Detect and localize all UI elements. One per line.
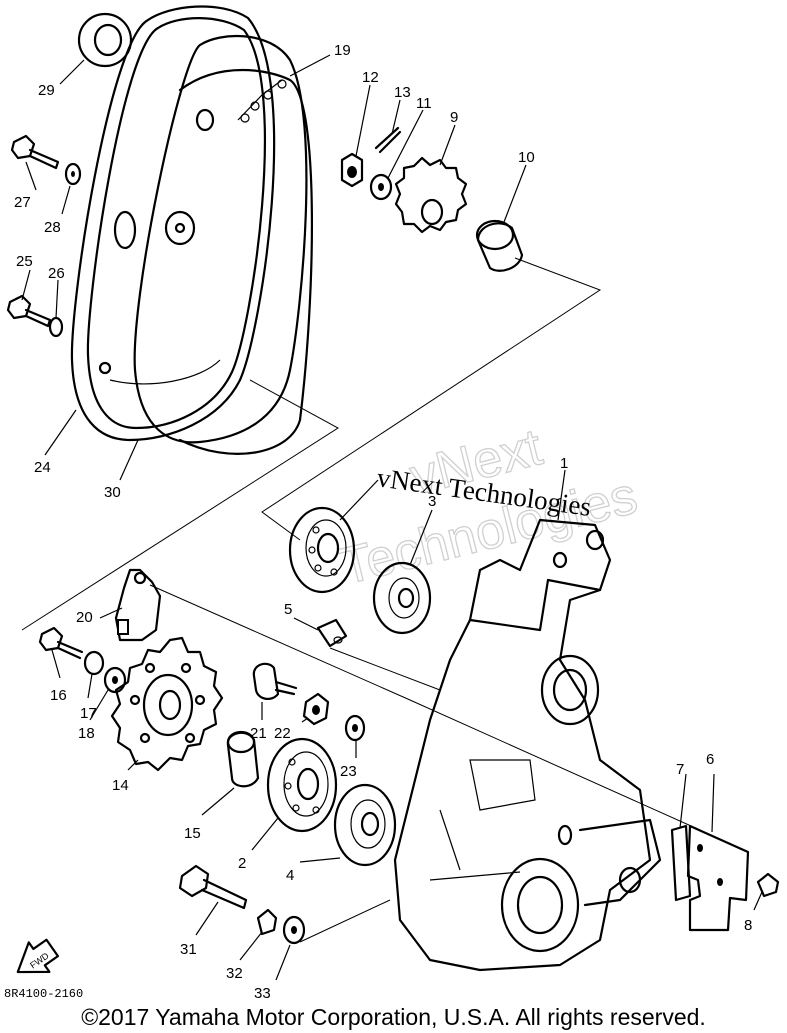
bolt-part-27 (10, 134, 60, 170)
callout-33: 33 (254, 985, 271, 1000)
shim-part-7 (670, 824, 692, 902)
callout-19: 19 (334, 42, 351, 59)
collar-part-10 (475, 219, 524, 272)
callout-2: 2 (238, 855, 246, 872)
callout-22: 22 (274, 725, 291, 742)
tensioner-part-20 (114, 568, 162, 642)
callout-24: 24 (34, 459, 51, 476)
callout-17: 17 (80, 705, 97, 722)
callout-28: 28 (44, 219, 61, 236)
bolt-part-8 (756, 872, 780, 898)
callout-7: 7 (676, 761, 684, 778)
callout-30: 30 (104, 484, 121, 501)
washer-part-18 (103, 666, 127, 694)
callout-23: 23 (340, 763, 357, 780)
callout-8: 8 (744, 917, 752, 934)
callout-31: 31 (180, 941, 197, 958)
callout-15: 15 (184, 825, 201, 842)
callout-26: 26 (48, 265, 65, 282)
fwd-arrow-icon: FWD (16, 938, 60, 974)
callout-10: 10 (518, 149, 535, 166)
callout-32: 32 (226, 965, 243, 982)
washer-part-26 (48, 316, 64, 338)
gasket-part-30 (133, 34, 308, 444)
callout-18: 18 (78, 725, 95, 742)
bolt-part-25 (6, 294, 52, 328)
callout-4: 4 (286, 867, 294, 884)
bearing-part-3-upper (288, 506, 356, 594)
callout-29: 29 (38, 82, 55, 99)
callout-6: 6 (706, 751, 714, 768)
washer-part-11 (369, 173, 393, 201)
callout-3b: 3 (428, 493, 436, 510)
callout-12: 12 (362, 69, 379, 86)
collar-part-15 (226, 730, 260, 788)
callout-20: 20 (76, 609, 93, 626)
seal-part-4 (333, 783, 397, 867)
seal-part-3 (372, 561, 432, 635)
callout-labels: 29 27 28 25 26 24 30 19 12 13 11 9 10 3 … (14, 42, 752, 1000)
washer-part-28 (64, 162, 82, 186)
exploded-parts-diagram: vNext Technologies (4, 5, 780, 1000)
callout-13: 13 (394, 84, 411, 101)
callout-25: 25 (16, 253, 33, 270)
assembly-guide-lines (21, 257, 701, 943)
callout-1: 1 (560, 455, 568, 472)
callout-9: 9 (450, 109, 458, 126)
oil-seal-part-29 (77, 12, 133, 68)
nut-part-22 (302, 692, 330, 726)
chaincase-cover-part-24 (70, 5, 276, 442)
callout-5: 5 (284, 601, 292, 618)
callout-14: 14 (112, 777, 129, 794)
bolt-part-5 (316, 618, 348, 648)
washer-part-17 (83, 650, 105, 676)
sprocket-part-9 (394, 156, 468, 234)
bolt-part-21 (252, 662, 298, 700)
callout-21: 21 (250, 725, 267, 742)
callout-27: 27 (14, 194, 31, 211)
drive-housing-part-1 (393, 518, 662, 972)
drawing-code: 8R4100-2160 (4, 987, 83, 1000)
callout-16: 16 (50, 687, 67, 704)
bolt-part-31 (178, 864, 248, 910)
callout-11: 11 (416, 95, 432, 112)
washer-part-32 (256, 908, 278, 936)
drive-chain-part-19 (178, 68, 314, 455)
plate-part-6 (686, 824, 750, 932)
cotter-pin-part-13 (374, 126, 402, 154)
bearing-part-2 (266, 737, 338, 833)
washer-part-33 (282, 915, 306, 945)
nut-part-12 (340, 152, 364, 188)
copyright-notice: ©2017 Yamaha Motor Corporation, U.S.A. A… (81, 1004, 706, 1030)
leader-lines (21, 54, 763, 981)
bolt-part-16 (38, 626, 84, 660)
sprocket-part-14 (110, 636, 224, 772)
washer-part-23 (344, 714, 366, 742)
